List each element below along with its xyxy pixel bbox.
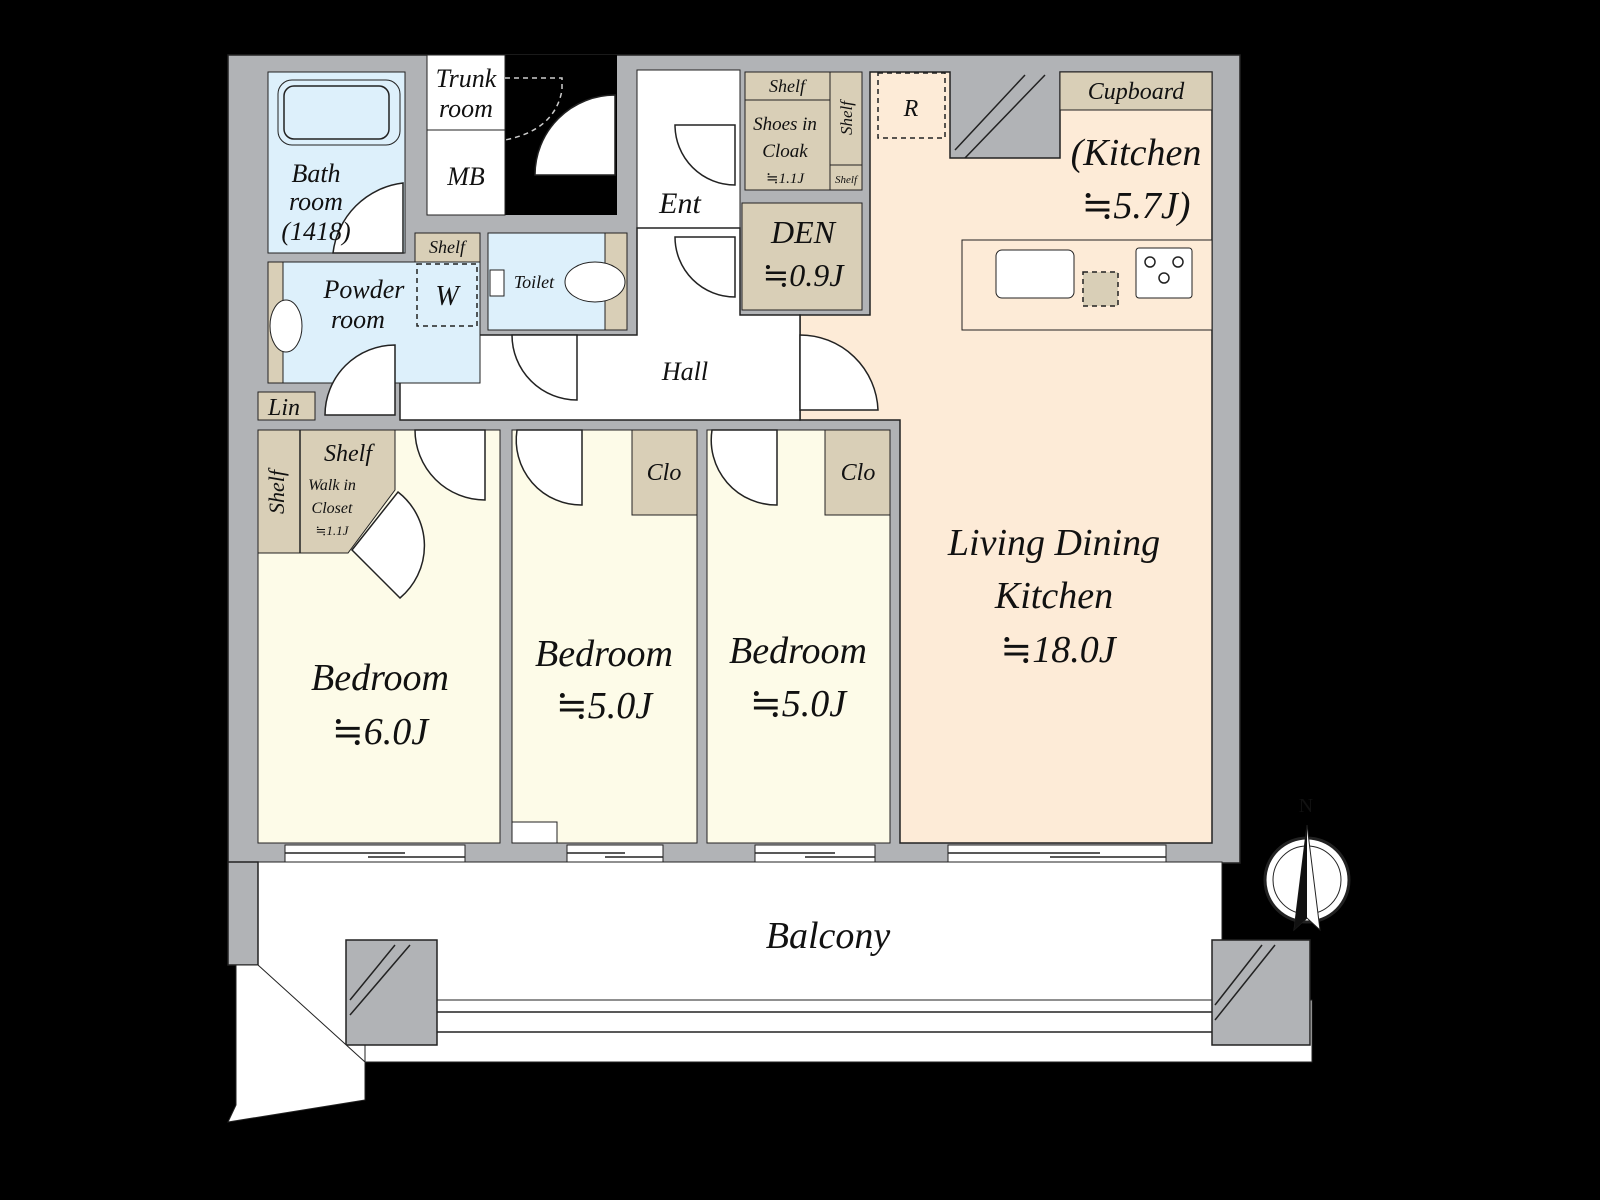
shelf-label: Shelf — [837, 99, 856, 135]
walk-in-closet — [257, 429, 396, 554]
cupboard-label: Cupboard — [1088, 79, 1185, 105]
closet-label: Clo — [841, 460, 876, 486]
trunk-room — [426, 54, 506, 131]
sink-icon — [995, 249, 1075, 299]
shelf-label: Shelf — [835, 174, 859, 186]
bedroom-3-label: Bedroom≒5.0J — [729, 630, 867, 725]
shelf — [414, 232, 481, 263]
bathtub-icon — [277, 79, 401, 146]
kitchen-label: (Kitchen≒5.7J) — [1071, 132, 1202, 227]
compass-icon: N — [1263, 795, 1351, 932]
hall-label: Hall — [661, 357, 708, 386]
refrigerator-space — [877, 72, 946, 139]
pillar — [1211, 939, 1311, 1046]
balcony — [227, 861, 1313, 1123]
shelf-label: Shelf — [324, 441, 375, 467]
refrigerator-label: R — [903, 96, 919, 122]
shelf-label: Shelf — [429, 237, 468, 257]
shelf-label: Shelf — [769, 76, 808, 96]
meter-box — [426, 129, 506, 216]
linen-closet — [257, 391, 316, 421]
north-label: N — [1299, 795, 1313, 817]
toilet-label: Toilet — [514, 272, 555, 292]
closet — [824, 429, 891, 516]
den — [741, 202, 863, 311]
bedroom-1-label: Bedroom≒6.0J — [311, 657, 449, 753]
den-label: DEN≒0.9J — [762, 214, 845, 293]
balcony-label: Balcony — [766, 915, 891, 957]
linen-label: Lin — [267, 395, 300, 421]
bedroom-2-label: Bedroom≒5.0J — [535, 633, 673, 727]
toilet-icon — [564, 261, 626, 303]
closet — [631, 429, 698, 516]
closet-label: Clo — [647, 460, 682, 486]
washer-space — [416, 263, 478, 327]
cupboard — [1059, 71, 1213, 111]
stove-icon — [1135, 247, 1193, 299]
shelf-label: Shelf — [264, 467, 289, 514]
washbasin-icon — [269, 299, 303, 353]
entrance-label: Ent — [658, 187, 701, 220]
windows — [284, 844, 1167, 863]
pillar — [345, 939, 438, 1046]
washer-label: W — [435, 281, 461, 312]
mb-label: MB — [446, 162, 485, 191]
